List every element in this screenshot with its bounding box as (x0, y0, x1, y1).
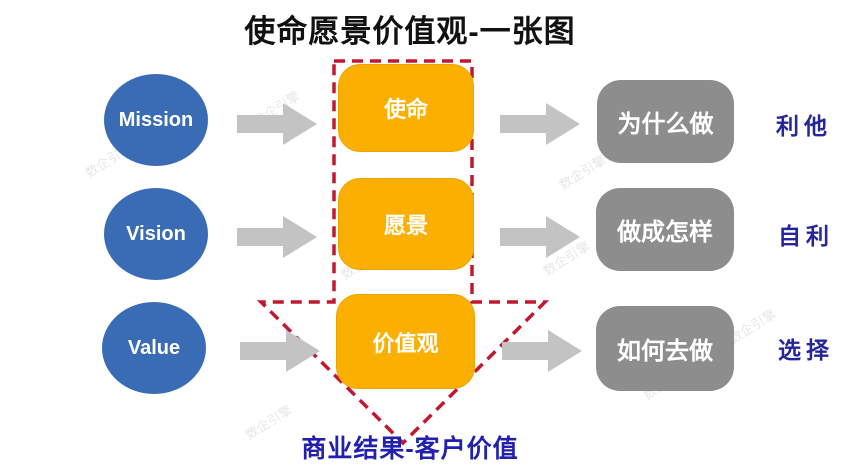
value-circle-label: Value (127, 336, 181, 359)
right-arrow-icon (502, 330, 582, 372)
mission-circle: Mission (104, 74, 208, 166)
watermark: 数企引擎 (556, 152, 609, 193)
right-arrow-icon (237, 103, 317, 145)
mission-core-label: 使命 (383, 97, 428, 122)
vision-question-label: 做成怎样 (617, 219, 713, 246)
value-principle-label: 选择 (778, 338, 834, 363)
right-arrow-icon (240, 330, 320, 372)
business-result-caption: 商业结果-客户价值 (301, 435, 519, 463)
vision-core-label: 愿景 (383, 213, 428, 238)
right-arrow-icon (500, 103, 580, 145)
mission-circle-label: Mission (118, 108, 194, 131)
page-title: 使命愿景价值观-一张图 (244, 14, 576, 49)
vision-circle-label: Vision (126, 222, 186, 245)
mission-question-label: 为什么做 (617, 111, 714, 138)
mission-core-box: 使命 (338, 64, 474, 152)
mission-principle-label: 利他 (776, 114, 832, 139)
mission-question-box: 为什么做 (597, 80, 734, 163)
value-core-box: 价值观 (336, 294, 475, 389)
vision-question-box: 做成怎样 (596, 188, 734, 271)
right-arrow-icon (500, 216, 580, 258)
vision-circle: Vision (104, 188, 208, 280)
right-arrow-icon (237, 216, 317, 258)
vision-principle-label: 自利 (778, 224, 834, 249)
value-circle: Value (102, 302, 206, 394)
value-core-label: 价值观 (372, 330, 439, 356)
value-question-label: 如何去做 (617, 338, 713, 365)
vision-core-box: 愿景 (338, 178, 474, 270)
value-question-box: 如何去做 (596, 306, 734, 391)
